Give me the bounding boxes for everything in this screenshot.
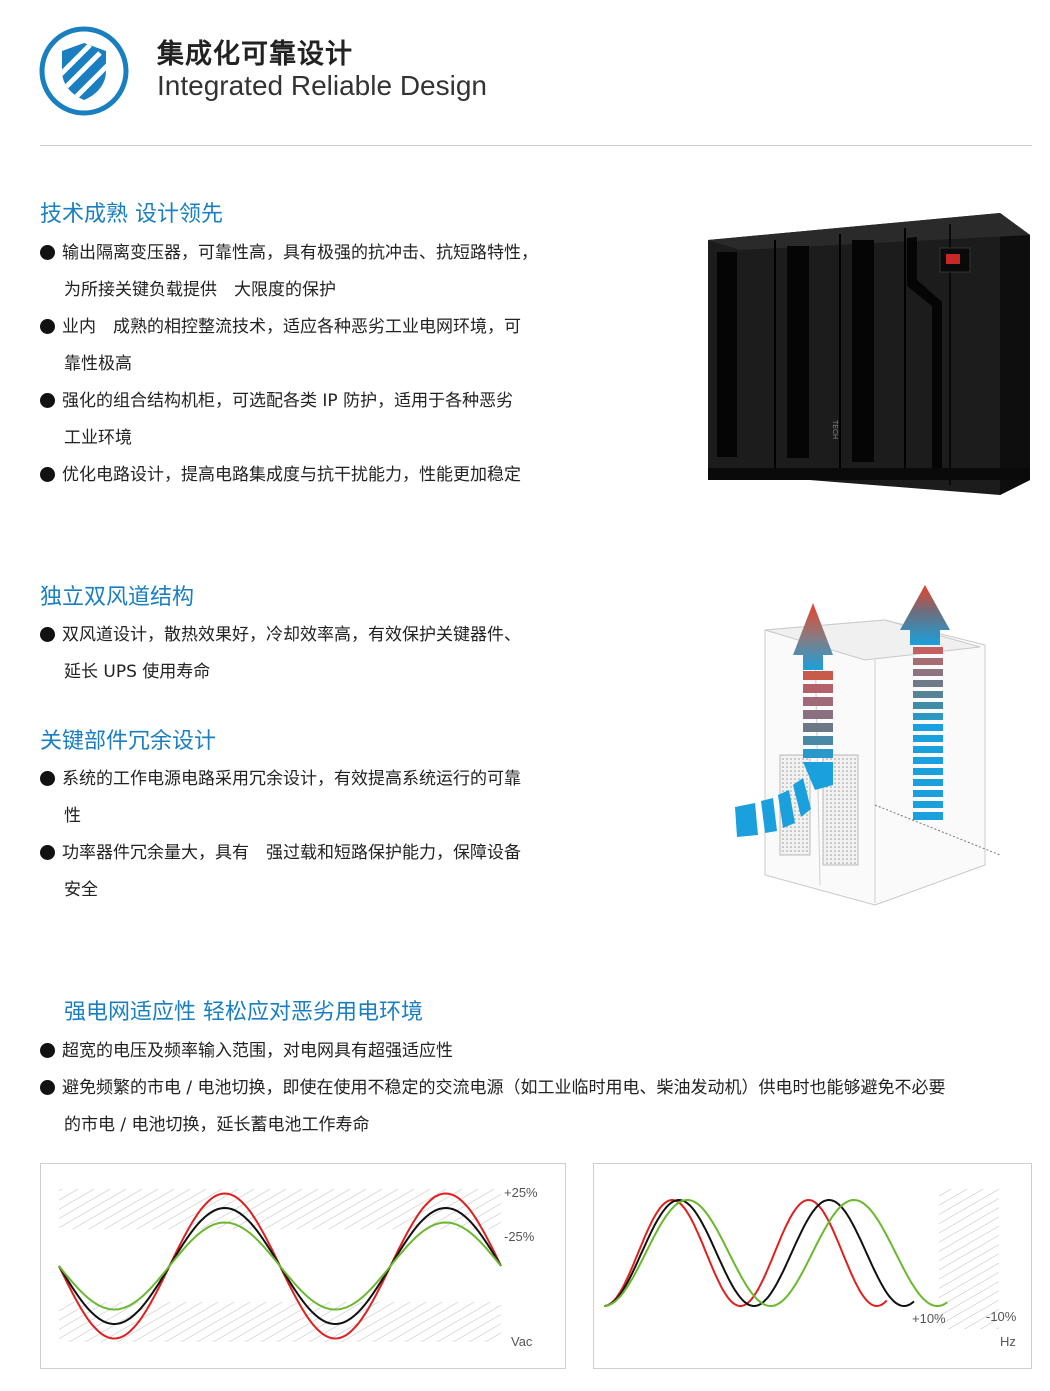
list-item: 强化的组合结构机柜，可选配各类 IP 防护，适用于各种恶劣 (40, 390, 513, 412)
voltage-series-line-2 (58, 1221, 502, 1311)
airflow-diagram (725, 585, 1010, 915)
list-item: 双风道设计，散热效果好，冷却效率高，有效保护关键器件、 (40, 624, 521, 646)
airflow-stripes-left (803, 671, 833, 790)
bullet-dot (40, 467, 55, 482)
page-title: 集成化可靠设计 (157, 39, 353, 70)
list-item: 系统的工作电源电路采用冗余设计，有效提高系统运行的可靠 (40, 768, 521, 790)
list-item: 优化电路设计，提高电路集成度与抗干扰能力，性能更加稳定 (40, 464, 521, 486)
list-item: 超宽的电压及频率输入范围，对电网具有超强适应性 (40, 1040, 453, 1062)
bullet-dot (40, 1080, 55, 1095)
list-item: 输出隔离变压器，可靠性高，具有极强的抗冲击、抗短路特性， (40, 242, 538, 264)
shield-icon (39, 26, 129, 116)
list-item-continuation: 性 (64, 806, 81, 826)
header-logo (38, 25, 130, 117)
list-item: 避免频繁的市电 / 电池切换，即使在使用不稳定的交流电源（如工业临时用电、柴油发… (40, 1077, 946, 1099)
bullet-dot (40, 393, 55, 408)
bullet-dot (40, 245, 55, 260)
bullet-dot (40, 1043, 55, 1058)
frequency-series-line-0 (603, 1198, 888, 1308)
bullet-dot (40, 771, 55, 786)
frequency-tolerance-band (939, 1189, 999, 1329)
airflow-intake (735, 778, 811, 837)
list-item-continuation: 安全 (64, 880, 98, 900)
section-title-dual-air-duct: 独立双风道结构 (40, 585, 195, 610)
list-item-continuation: 为所接关键负载提供 大限度的保护 (64, 280, 336, 300)
y-axis-unit-label: Hz (1000, 1334, 1016, 1349)
header-divider (40, 145, 1032, 146)
list-item-continuation: 延长 UPS 使用寿命 (64, 662, 211, 682)
ups-cabinet-image: TECH (700, 210, 1035, 500)
bullet-dot (40, 845, 55, 860)
list-item-continuation: 工业环境 (64, 428, 132, 448)
voltage-chart-svg: +25% -25% Vac (58, 1185, 538, 1349)
list-item: 业内 成熟的相控整流技术，适应各种恶劣工业电网环境，可 (40, 316, 521, 338)
annotation-minus-10: -10% (986, 1309, 1017, 1324)
upper-tolerance-band (59, 1189, 501, 1229)
svg-text:TECH: TECH (831, 420, 838, 439)
section-title-redundancy: 关键部件冗余设计 (40, 729, 217, 754)
annotation-minus-25: -25% (504, 1229, 535, 1244)
annotation-plus-10: +10% (912, 1311, 946, 1326)
frequency-range-chart: +10% -10% Hz (593, 1163, 1032, 1369)
frequency-series-line-2 (603, 1198, 948, 1308)
section-title-mature-tech: 技术成熟 设计领先 (40, 202, 223, 227)
airflow-stripes-right (913, 647, 943, 820)
frequency-chart-svg: +10% -10% Hz (603, 1189, 1017, 1349)
bullet-dot (40, 319, 55, 334)
annotation-plus-25: +25% (504, 1185, 538, 1200)
lower-tolerance-band (59, 1302, 501, 1342)
list-item-continuation: 的市电 / 电池切换，延长蓄电池工作寿命 (64, 1115, 370, 1135)
frequency-series-line-1 (603, 1198, 915, 1308)
voltage-range-chart: +25% -25% Vac (40, 1163, 566, 1369)
bullet-dot (40, 627, 55, 642)
y-axis-unit-label: Vac (511, 1334, 533, 1349)
page-subtitle: Integrated Reliable Design (157, 70, 487, 101)
section-title-grid-adaptability: 强电网适应性 轻松应对恶劣用电环境 (64, 1000, 423, 1025)
list-item-continuation: 靠性极高 (64, 354, 132, 374)
list-item: 功率器件冗余量大，具有 强过载和短路保护能力，保障设备 (40, 842, 521, 864)
